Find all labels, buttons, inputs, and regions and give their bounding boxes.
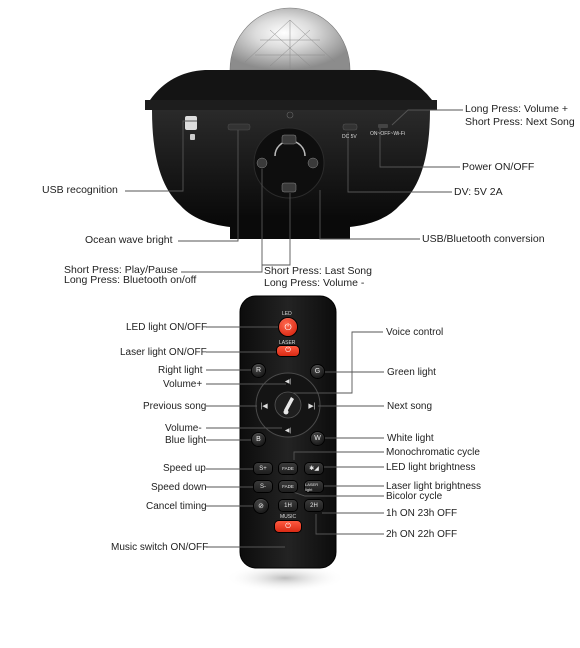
label-music-switch: Music switch ON/OFF	[111, 542, 209, 553]
label-laser-brightness: Laser light brightness	[386, 481, 482, 492]
bicolor-cycle-button[interactable]: FADE	[279, 481, 297, 492]
previous-song-button[interactable]	[256, 398, 270, 412]
projector-body	[145, 70, 437, 239]
label-short-press-last-song: Short Press: Last Song	[264, 265, 372, 277]
timer-1h-button[interactable]: 1H	[279, 500, 297, 511]
brightness-icon: ✱◢	[309, 466, 319, 472]
green-light-button[interactable]: G	[311, 365, 324, 378]
projector-dome	[229, 7, 351, 71]
label-long-press-bluetooth: Long Press: Bluetooth on/off	[64, 274, 197, 286]
label-voice-control: Voice control	[386, 327, 444, 338]
label-power-on-off: Power ON/OFF	[462, 161, 535, 173]
svg-text:|◀: |◀	[260, 403, 268, 410]
timer-2h-label: 2H	[310, 502, 318, 509]
fade-2-button-label: FADE	[282, 484, 294, 489]
music-text: MUSIC	[280, 514, 297, 520]
led-text: LED	[282, 311, 292, 317]
dc-port-text: DC 5V	[342, 134, 357, 140]
label-speed-down: Speed down	[151, 482, 207, 493]
label-next-song: Next song	[387, 401, 433, 412]
red-light-button-label: R	[255, 367, 262, 374]
blue-light-button[interactable]: B	[252, 433, 265, 446]
volume-down-button[interactable]	[280, 424, 296, 434]
play-pause-button[interactable]	[276, 393, 300, 417]
label-speed-up: Speed up	[163, 463, 206, 474]
label-monochromatic-cycle: Monochromatic cycle	[386, 447, 480, 458]
cancel-timing-button[interactable]: ⊘	[254, 499, 268, 513]
monochromatic-cycle-button[interactable]: FADE	[279, 463, 297, 474]
volume-up-button[interactable]	[280, 376, 296, 386]
laser-brightness-button-label: LASER light	[305, 481, 319, 492]
remote-shadow	[225, 564, 345, 592]
speed-up-button-label: S+	[259, 465, 267, 472]
timer-1h-label: 1H	[284, 502, 292, 509]
label-dv: DV: 5V 2A	[454, 186, 503, 198]
remote-dpad: ◀| |◀ ▶| ◀|	[255, 372, 321, 438]
label-led-on-off: LED light ON/OFF	[126, 322, 208, 333]
led-power-button[interactable]: ⏻	[279, 318, 297, 336]
label-usb-bluetooth-conversion: USB/Bluetooth conversion	[422, 233, 545, 245]
leader-lines	[125, 109, 463, 548]
led-brightness-button[interactable]: ✱◢	[305, 463, 323, 474]
label-ocean-wave-bright: Ocean wave bright	[85, 234, 173, 246]
svg-text:▶|: ▶|	[308, 403, 315, 410]
label-cancel-timing: Cancel timing	[146, 501, 207, 512]
label-long-press-volume-up: Long Press: Volume +	[465, 103, 569, 115]
label-blue-light: Blue light	[165, 435, 207, 446]
next-song-button[interactable]	[306, 398, 320, 412]
red-light-button[interactable]: R	[252, 364, 265, 377]
laser-brightness-button[interactable]: LASER light	[305, 481, 323, 492]
green-light-button-label: G	[314, 368, 321, 375]
speed-up-button[interactable]: S+	[254, 463, 272, 474]
timer-2h-button[interactable]: 2H	[305, 500, 323, 511]
label-right-light: Right light	[158, 365, 203, 376]
label-long-press-volume-down: Long Press: Volume -	[264, 277, 365, 289]
speed-down-button-label: S-	[260, 483, 266, 490]
svg-text:◀|: ◀|	[285, 379, 292, 385]
fade-button-label: FADE	[282, 466, 294, 471]
label-2h-on: 2h ON 22h OFF	[386, 529, 458, 540]
svg-text:◀|: ◀|	[285, 428, 292, 434]
label-short-press-next-song: Short Press: Next Song	[465, 116, 575, 128]
music-switch-button[interactable]: ⏻	[275, 521, 301, 532]
label-short-press-play-pause: Short Press: Play/Pause	[64, 264, 178, 276]
label-previous-song: Previous song	[143, 401, 207, 412]
label-1h-on: 1h ON 23h OFF	[386, 508, 458, 519]
cancel-timer-icon: ⊘	[258, 503, 264, 510]
switch-text: ON~OFF~Wi-Fi	[370, 131, 405, 137]
label-led-brightness: LED light brightness	[386, 462, 476, 473]
white-light-button-label: W	[314, 435, 321, 442]
label-white-light: White light	[387, 433, 434, 444]
label-bicolor-cycle: Bicolor cycle	[386, 491, 443, 502]
label-volume-down: Volume-	[165, 423, 202, 434]
speed-down-button[interactable]: S-	[254, 481, 272, 492]
label-laser-on-off: Laser light ON/OFF	[120, 347, 207, 358]
label-usb-recognition: USB recognition	[42, 184, 118, 196]
blue-light-button-label: B	[256, 436, 261, 443]
white-light-button[interactable]: W	[311, 432, 324, 445]
label-volume-up: Volume+	[163, 379, 203, 390]
label-green-light: Green light	[387, 367, 436, 378]
laser-power-button[interactable]: ⏻	[277, 346, 299, 356]
laser-text: LASER	[279, 340, 296, 346]
